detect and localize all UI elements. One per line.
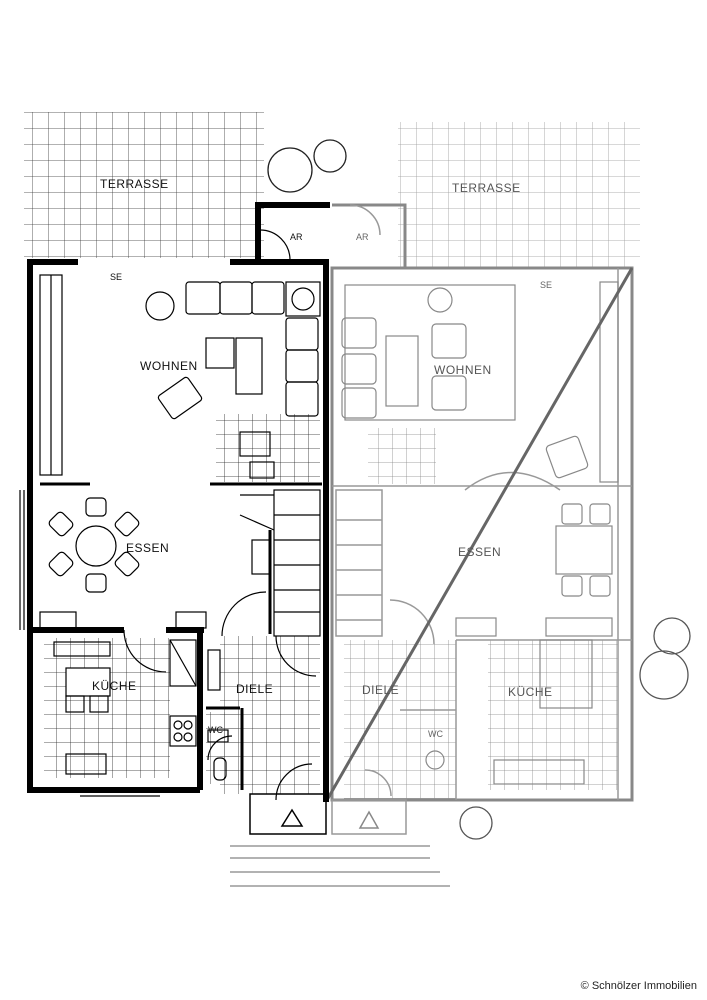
- label-se-right: SE: [540, 280, 552, 290]
- tree-icon: [267, 139, 347, 193]
- label-terrasse-left: TERRASSE: [100, 177, 169, 191]
- unit-left: [19, 202, 330, 835]
- label-kueche-right: KÜCHE: [508, 685, 553, 699]
- tree-icon: [459, 617, 691, 840]
- label-se-left: SE: [110, 272, 122, 282]
- front-steps: [230, 845, 450, 887]
- label-kueche-left: KÜCHE: [92, 679, 137, 693]
- entrance-arrow-icon: [358, 810, 380, 829]
- label-wohnen-right: WOHNEN: [434, 363, 492, 377]
- label-essen-left: ESSEN: [126, 541, 169, 555]
- label-terrasse-right: TERRASSE: [452, 181, 521, 195]
- label-essen-right: ESSEN: [458, 545, 501, 559]
- label-ar-left: AR: [290, 232, 303, 242]
- label-wc-right: WC: [428, 729, 443, 739]
- label-diele-left: DIELE: [236, 682, 273, 696]
- unit-right: [325, 203, 634, 835]
- terrasse-left: [24, 112, 264, 258]
- label-diele-right: DIELE: [362, 683, 399, 697]
- entrance-arrow-icon: [280, 808, 304, 827]
- label-ar-right: AR: [356, 232, 369, 242]
- copyright-text: © Schnölzer Immobilien: [580, 980, 697, 992]
- label-wc-left: WC: [208, 725, 223, 735]
- terrasse-right: [398, 122, 640, 268]
- label-wohnen-left: WOHNEN: [140, 359, 198, 373]
